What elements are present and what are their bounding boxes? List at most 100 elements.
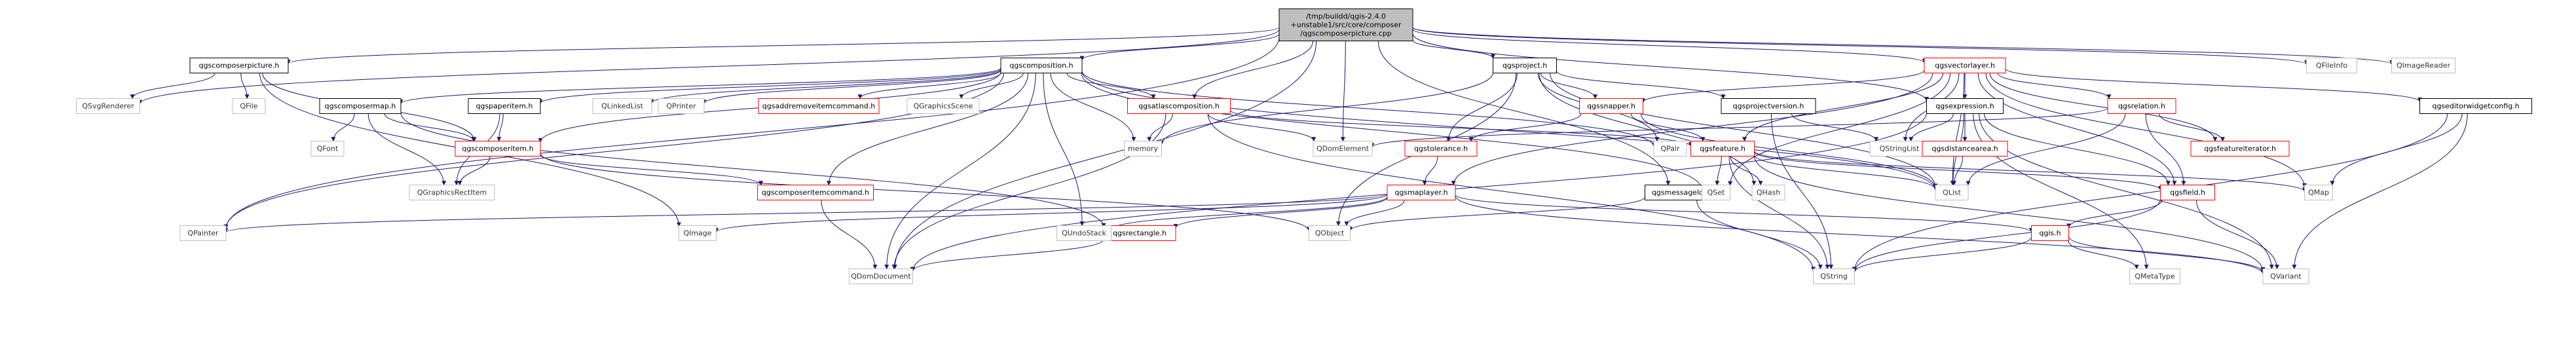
edge-qgscomposermap-h-to-qgscomposeritem-h	[384, 113, 476, 142]
node-qgscomposeritemcommand-h[interactable]: qgscomposeritemcommand.h	[757, 185, 874, 200]
node-qgsdistancearea-h[interactable]: qgsdistancearea.h	[1922, 141, 2008, 157]
node-QFileInfo: QFileInfo	[2306, 58, 2357, 73]
edge-root-to-qgsmessagelog-h	[1377, 41, 1671, 186]
edge-root-to-qgsexpression-h	[1412, 33, 1929, 102]
node-QSet: QSet	[1702, 185, 1730, 200]
edge-qgssnapper-h-to-QList	[1640, 113, 1938, 189]
edge-qgsvectorlayer-h-to-QSet	[1728, 73, 1951, 186]
node-label: qgsrectangle.h	[1113, 229, 1167, 238]
node-label: QPainter	[187, 229, 219, 238]
node-qgstolerance-h[interactable]: qgstolerance.h	[1404, 141, 1478, 157]
node-qgspaperitem-h[interactable]: qgspaperitem.h	[468, 98, 541, 114]
node-QImage: QImage	[679, 225, 717, 241]
node-box	[468, 98, 541, 114]
edge-qgsfeature-h-to-QMap	[1754, 151, 2307, 193]
node-QList: QList	[1935, 185, 1969, 200]
edge-qgsvectorlayer-h-to-qgsfeatureiterator-h	[1989, 73, 2218, 142]
edge-root-to-QImageReader	[1412, 27, 2394, 65]
node-QSvgRenderer: QSvgRenderer	[76, 98, 140, 114]
node-qgsexpression-h[interactable]: qgsexpression.h	[1926, 98, 2004, 114]
edge-qgssnapper-h-to-qgstolerance-h	[1468, 113, 1582, 142]
node-QStringList: QStringList	[1869, 141, 1930, 157]
node-qgscomposition-h[interactable]: qgscomposition.h	[1000, 58, 1083, 73]
node-qgsproject-h[interactable]: qgsproject.h	[1493, 58, 1557, 73]
node-label: QPair	[1660, 145, 1680, 153]
node-label: QGraphicsScene	[914, 102, 973, 111]
node-label: /qgscomposerpicture.cpp	[1300, 29, 1392, 38]
node-box	[76, 98, 140, 114]
edge-qgsatlascomposition-h-to-memory	[1147, 113, 1173, 142]
edge-qgsmaplayer-h-to-qgsrectangle-h	[1173, 197, 1388, 229]
edge-qgsfeature-h-to-QList	[1754, 155, 1938, 190]
node-box	[1653, 141, 1687, 157]
node-box	[906, 98, 980, 114]
node-label: qgspaperitem.h	[476, 102, 532, 111]
edge-qgsmaplayer-h-to-qgis-h	[1455, 194, 2034, 232]
node-label: qgsfeature.h	[1700, 145, 1745, 153]
node-qgsfield-h[interactable]: qgsfield.h	[2160, 185, 2215, 200]
node-box	[1313, 141, 1373, 157]
node-qgsfeatureiterator-h[interactable]: qgsfeatureiterator.h	[2190, 141, 2290, 157]
node-box	[679, 225, 717, 241]
edge-root-to-qgscomposerpicture-h	[286, 27, 1280, 64]
node-root[interactable]: /tmp/buildd/qgis-2.4.0+unstable1/src/cor…	[1279, 9, 1413, 41]
node-qgscomposerpicture-h[interactable]: qgscomposerpicture.h	[189, 58, 289, 73]
edge-root-to-QDomDocument	[892, 41, 1317, 270]
edge-qgsmaplayer-h-to-QPainter	[223, 193, 1388, 233]
node-label: qgsaddremoveitemcommand.h	[762, 102, 875, 111]
node-QFile: QFile	[232, 98, 266, 114]
node-label: QDomDocument	[851, 272, 911, 281]
node-qgseditorwidgetconfig-h[interactable]: qgseditorwidgetconfig.h	[2419, 98, 2532, 114]
node-qgsfeature-h[interactable]: qgsfeature.h	[1690, 141, 1755, 157]
node-qgscomposeritem-h[interactable]: qgscomposeritem.h	[455, 141, 541, 157]
edge-qgsmessagelog-h-to-QObject	[1348, 196, 1645, 232]
edge-qgsfeature-h-to-qgsfield-h	[1754, 151, 2163, 191]
edge-root-to-qgsvectorlayer-h	[1412, 29, 1927, 64]
node-qgsaddremoveitemcommand-h[interactable]: qgsaddremoveitemcommand.h	[758, 98, 880, 114]
edge-qgsvectorlayer-h-to-qgsfeature-h	[1742, 73, 1943, 142]
node-qgsatlascomposition-h[interactable]: qgsatlascomposition.h	[1127, 98, 1231, 114]
node-box	[658, 98, 705, 114]
edge-qgscomposermap-h-to-QFont	[331, 113, 355, 142]
node-qgsvectorlayer-h[interactable]: qgsvectorlayer.h	[1924, 58, 2006, 73]
node-box	[409, 185, 495, 200]
node-qgsmaplayer-h[interactable]: qgsmaplayer.h	[1387, 185, 1456, 200]
edge-root-to-QPainter	[223, 37, 1280, 230]
node-box	[2262, 268, 2309, 284]
edge-qgsvectorlayer-h-to-QList	[1950, 73, 1965, 186]
node-box	[1813, 268, 1855, 284]
node-label: qgsprojectversion.h	[1733, 102, 1804, 111]
edge-qgscomposition-h-to-QPrinter	[701, 69, 1001, 104]
edge-qgscomposermap-h-to-QGraphicsRectItem	[367, 113, 447, 186]
node-qgsrelation-h[interactable]: qgsrelation.h	[2107, 98, 2176, 114]
node-qgsprojectversion-h[interactable]: qgsprojectversion.h	[1721, 98, 1816, 114]
node-box	[1926, 98, 2004, 114]
edge-qgsatlascomposition-h-to-qgsfeature-h	[1230, 109, 1693, 147]
edge-qgstolerance-h-to-qgsmaplayer-h	[1422, 156, 1438, 186]
edge-qgis-h-to-QMetaType	[2068, 240, 2139, 270]
node-box	[1751, 185, 1785, 200]
edge-qgsfield-h-to-QVariant	[2195, 200, 2280, 270]
node-box	[2160, 185, 2215, 200]
node-box	[310, 141, 345, 157]
node-box	[1000, 58, 1083, 73]
edge-qgsmaplayer-h-to-QUndoStack	[1109, 196, 1388, 231]
node-label: qgsmaplayer.h	[1394, 189, 1447, 197]
edge-qgseditorwidgetconfig-h-to-QVariant	[2292, 113, 2468, 270]
node-label: qgscomposeritemcommand.h	[762, 189, 869, 197]
node-label: QDomElement	[1316, 145, 1370, 153]
node-qgssnapper-h[interactable]: qgssnapper.h	[1579, 98, 1643, 114]
edge-qgscomposition-h-to-QSet	[1081, 73, 1704, 191]
node-label: qgscomposition.h	[1009, 62, 1073, 70]
edge-qgsfield-h-to-QString	[1852, 198, 2161, 272]
node-qgscomposermap-h[interactable]: qgscomposermap.h	[319, 98, 401, 114]
node-label: QStringList	[1880, 145, 1920, 153]
node-qgsrectangle-h[interactable]: qgsrectangle.h	[1103, 225, 1176, 241]
node-box	[1721, 98, 1816, 114]
edge-qgsproject-h-to-QList	[1550, 73, 1938, 189]
edge-root-to-qgsatlascomposition-h	[1192, 41, 1314, 100]
node-qgis-h[interactable]: qgis.h	[2031, 225, 2069, 241]
edge-root-to-QFileInfo	[1412, 27, 2309, 65]
node-label: QMetaType	[2135, 272, 2175, 281]
